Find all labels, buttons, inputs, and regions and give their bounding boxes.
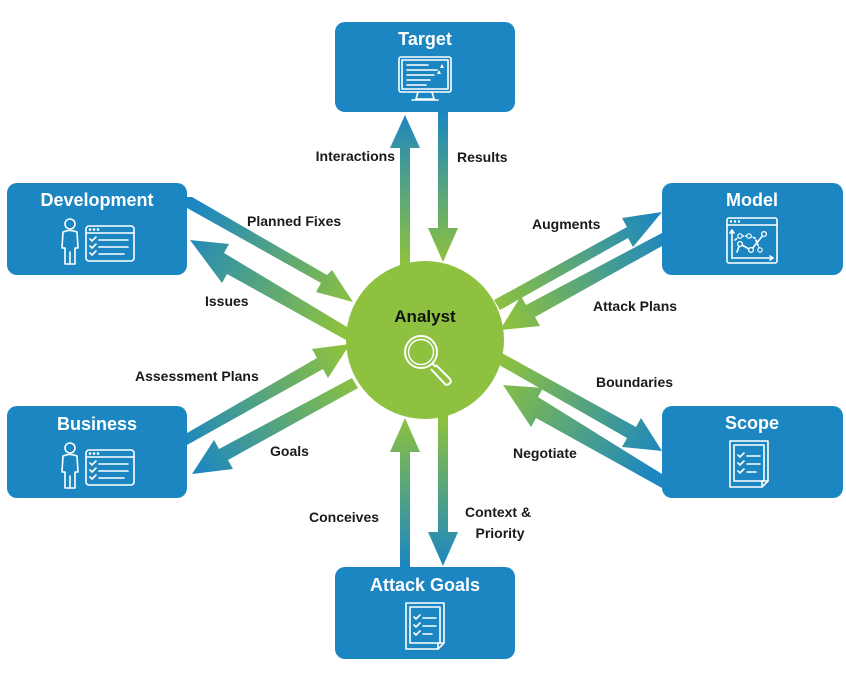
label-issues: Issues xyxy=(205,293,249,309)
arrow-conceives xyxy=(390,418,420,567)
arrow-attack-plans xyxy=(500,233,662,330)
node-scope-box xyxy=(662,406,843,498)
label-attack-plans: Attack Plans xyxy=(593,298,677,314)
node-development-title: Development xyxy=(40,190,153,210)
arrow-planned-fixes xyxy=(187,197,353,302)
label-assessment-plans: Assessment Plans xyxy=(135,368,259,384)
person-checklist-icon xyxy=(61,442,135,489)
checklist-document-icon xyxy=(729,440,769,488)
label-context-priority-line2: Priority xyxy=(475,525,524,541)
node-target[interactable]: Target xyxy=(335,22,515,112)
node-target-box xyxy=(335,22,515,112)
node-attack-goals[interactable]: Attack Goals xyxy=(335,567,515,659)
person-checklist-icon xyxy=(61,218,135,265)
label-boundaries: Boundaries xyxy=(596,374,673,390)
arrows xyxy=(187,112,662,567)
label-negotiate: Negotiate xyxy=(513,445,577,461)
arrow-assessment-plans xyxy=(187,344,350,445)
label-results: Results xyxy=(457,149,508,165)
arrow-goals xyxy=(192,378,358,474)
arrow-interactions xyxy=(390,115,420,270)
label-conceives: Conceives xyxy=(309,509,379,525)
arrow-issues xyxy=(190,240,352,340)
arrow-boundaries xyxy=(494,352,662,451)
node-business[interactable]: Business xyxy=(7,406,187,498)
arrow-augments xyxy=(494,212,662,310)
node-scope-title: Scope xyxy=(725,413,779,433)
hub-analyst[interactable]: Analyst xyxy=(346,261,504,419)
label-augments: Augments xyxy=(532,216,601,232)
node-business-box xyxy=(7,406,187,498)
node-model-box xyxy=(662,183,843,275)
arrow-negotiate xyxy=(503,385,662,488)
node-business-title: Business xyxy=(57,414,137,434)
hub-analyst-title: Analyst xyxy=(394,307,456,326)
label-context-priority: Context & Priority xyxy=(465,504,535,541)
node-scope[interactable]: Scope xyxy=(662,406,843,498)
node-model[interactable]: Model xyxy=(662,183,843,275)
node-attack-goals-box xyxy=(335,567,515,659)
arrow-context-priority xyxy=(428,412,458,566)
node-target-title: Target xyxy=(398,29,452,49)
node-attack-goals-title: Attack Goals xyxy=(370,575,480,595)
monitor-list-icon xyxy=(398,56,452,101)
label-goals: Goals xyxy=(270,443,309,459)
label-context-priority-line1: Context & xyxy=(465,504,531,520)
node-development[interactable]: Development xyxy=(7,183,187,275)
node-model-title: Model xyxy=(726,190,778,210)
edge-labels: Interactions Results Planned Fixes Issue… xyxy=(135,148,677,541)
magnifying-glass-icon xyxy=(404,335,452,386)
line-chart-window-icon xyxy=(726,217,778,264)
arrow-results xyxy=(428,112,458,262)
label-planned-fixes: Planned Fixes xyxy=(247,213,341,229)
checklist-document-icon xyxy=(405,602,445,650)
label-interactions: Interactions xyxy=(316,148,396,164)
